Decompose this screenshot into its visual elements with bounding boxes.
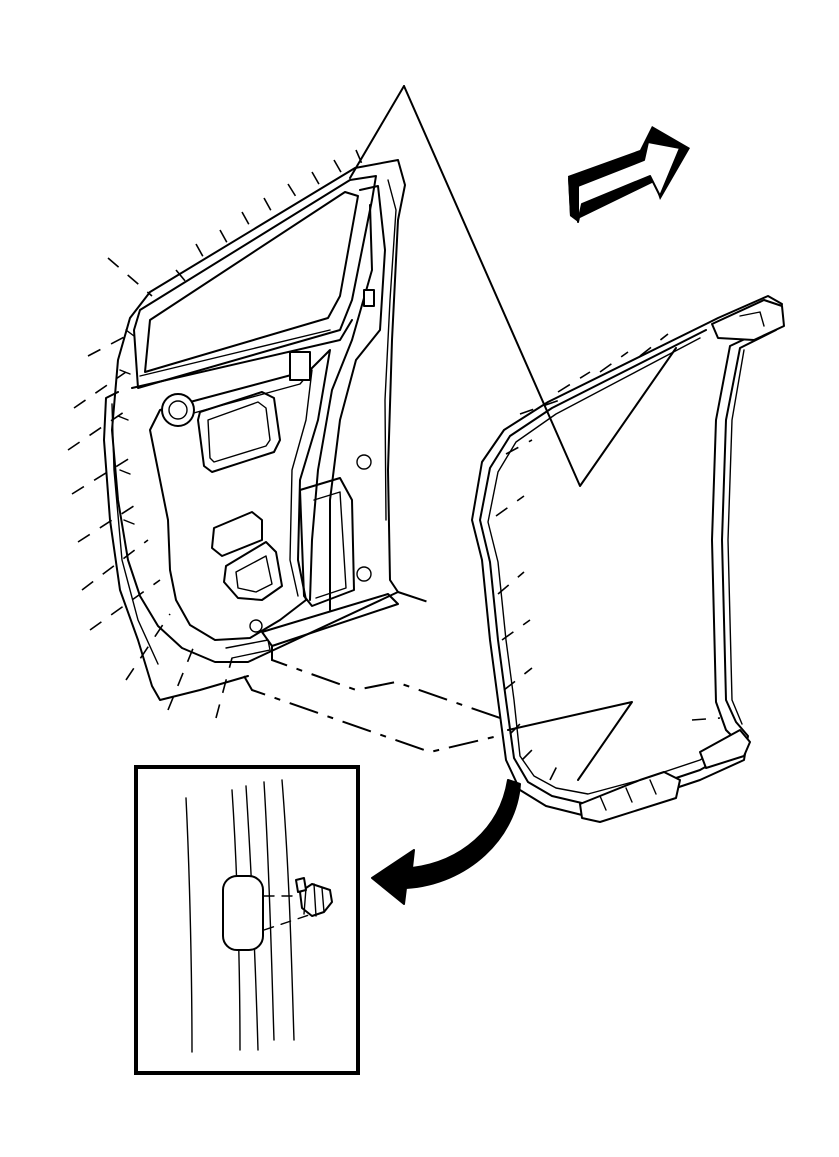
clip-leader-lines-left xyxy=(67,149,363,719)
door-inner-panel xyxy=(103,159,406,701)
door-weatherstrip xyxy=(471,295,785,823)
direction-arrow-icon xyxy=(568,126,690,223)
section-view-lines xyxy=(349,85,677,781)
push-pin-retainer-icon xyxy=(295,877,333,917)
callout-arrow-icon xyxy=(371,779,521,905)
clip-leader-lines-right xyxy=(495,333,721,781)
detail-inset xyxy=(134,765,360,1075)
assembly-guide-lines xyxy=(243,591,501,754)
